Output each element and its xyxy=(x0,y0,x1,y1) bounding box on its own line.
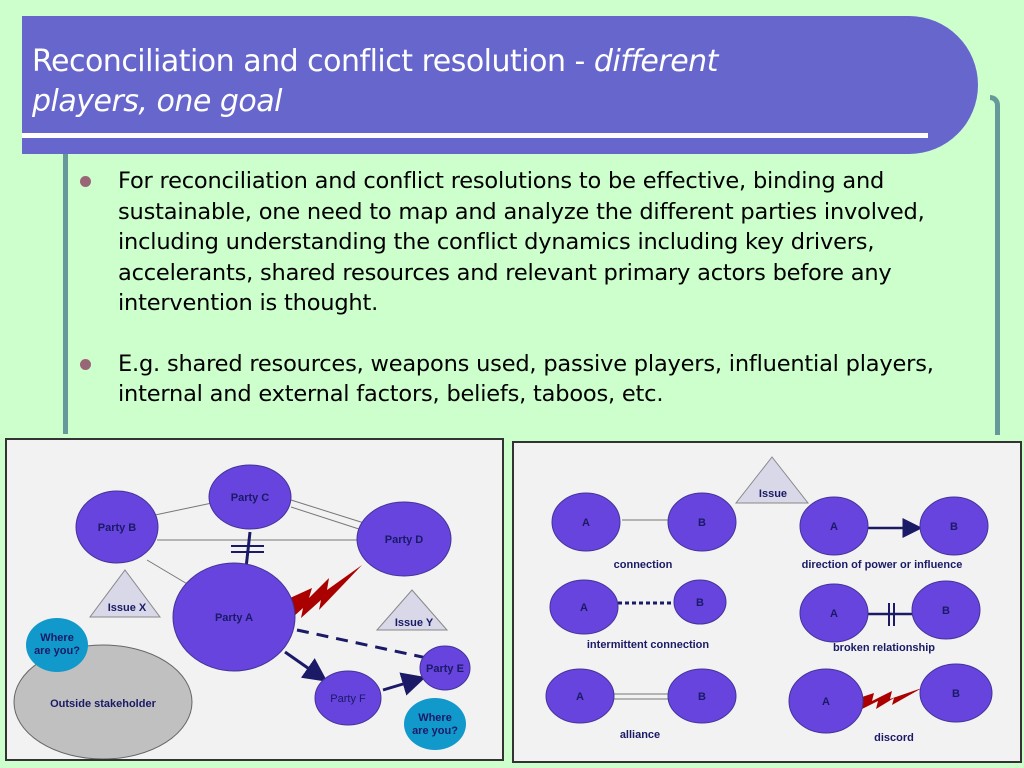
conflict-map-panel: Outside stakeholder Where are you? Issue… xyxy=(5,438,504,761)
discord-node-b xyxy=(919,663,993,723)
issue-y-triangle xyxy=(375,589,449,631)
bullet-text: For reconciliation and conflict resoluti… xyxy=(118,168,925,316)
discord-b-label: B xyxy=(952,688,960,700)
party-b-label: Party B xyxy=(98,522,137,534)
bullet-dot-icon xyxy=(80,358,91,370)
alliance-c-d-1 xyxy=(290,499,365,524)
where-label-1b: are you? xyxy=(34,645,80,657)
legend-issue-label: Issue xyxy=(759,488,787,500)
alliance-node-b xyxy=(667,668,737,724)
influence-f-e xyxy=(382,672,426,696)
discord-a-d xyxy=(290,565,362,618)
intermittent-a-e xyxy=(296,628,428,660)
bullet-item: E.g. shared resources, weapons used, pas… xyxy=(78,349,948,410)
party-b-node xyxy=(75,490,159,564)
alliance-c-d-2 xyxy=(290,506,363,531)
intermittent-node-b xyxy=(673,579,727,625)
direction-label: direction of power or influence xyxy=(802,559,963,571)
party-a-node xyxy=(172,562,296,672)
direction-node-b xyxy=(919,496,989,556)
broken-c-a xyxy=(244,531,252,569)
party-a-label: Party A xyxy=(215,612,253,624)
title-underline xyxy=(22,133,928,138)
slide-title: Reconciliation and conflict resolution -… xyxy=(32,42,892,122)
party-d-label: Party D xyxy=(385,534,424,546)
party-e-label: Party E xyxy=(426,663,464,675)
title-bar xyxy=(22,16,978,154)
where-label-2a: Where xyxy=(418,712,452,724)
bullet-dot-icon xyxy=(80,176,91,187)
party-e-node xyxy=(419,645,471,691)
broken-label: broken relationship xyxy=(833,642,935,654)
party-d-node xyxy=(356,501,452,577)
bullet-item: For reconciliation and conflict resoluti… xyxy=(78,166,948,319)
conflict-map-diagram: Outside stakeholder Where are you? Issue… xyxy=(13,464,471,759)
direction-a-label: A xyxy=(830,521,838,533)
bullet-text: E.g. shared resources, weapons used, pas… xyxy=(118,350,934,408)
bullet-list: For reconciliation and conflict resoluti… xyxy=(78,166,948,410)
alliance-node-a xyxy=(545,668,615,724)
party-c-node xyxy=(208,464,292,530)
where-node-2 xyxy=(404,698,466,750)
legend-panel: Issue A B connection A B direction of po… xyxy=(512,441,1022,763)
connection-node-b xyxy=(667,492,737,552)
where-node-1 xyxy=(26,618,88,672)
connection-a-label: A xyxy=(582,517,590,529)
connection-node-a xyxy=(551,492,621,552)
where-label-1a: Where xyxy=(40,632,74,644)
frame-left-line xyxy=(63,154,68,434)
where-label-2b: are you? xyxy=(412,725,458,737)
outside-stakeholder-node xyxy=(13,644,193,759)
title-italic-1: different xyxy=(593,44,719,79)
legend-issue-triangle xyxy=(734,456,810,504)
direction-node-a xyxy=(799,496,869,556)
issue-x-label: Issue X xyxy=(108,602,147,614)
title-main: Reconciliation and conflict resolution - xyxy=(32,44,594,79)
party-f-node xyxy=(314,670,382,726)
alliance-label: alliance xyxy=(620,729,660,741)
issue-y-label: Issue Y xyxy=(395,617,434,629)
intermittent-node-a xyxy=(549,579,619,635)
intermittent-label: intermittent connection xyxy=(587,639,710,651)
discord-bolt xyxy=(859,688,922,709)
intermittent-b-label: B xyxy=(696,597,704,609)
broken-node-a xyxy=(799,583,869,643)
intermittent-a-label: A xyxy=(580,602,588,614)
broken-b-label: B xyxy=(942,605,950,617)
connection-label: connection xyxy=(614,559,673,571)
influence-a-f xyxy=(284,650,328,682)
broken-a-label: A xyxy=(830,608,838,620)
link-b-a xyxy=(146,559,190,586)
discord-node-a xyxy=(788,668,864,734)
alliance-b-label: B xyxy=(698,691,706,703)
broken-node-b xyxy=(911,580,981,640)
party-c-label: Party C xyxy=(231,492,270,504)
connection-b-label: B xyxy=(698,517,706,529)
discord-a-label: A xyxy=(822,696,830,708)
frame-right-line xyxy=(990,95,1000,435)
discord-label: discord xyxy=(874,732,914,744)
legend-diagram: Issue A B connection A B direction of po… xyxy=(545,456,993,744)
outside-stakeholder-label: Outside stakeholder xyxy=(50,698,156,710)
direction-b-label: B xyxy=(950,521,958,533)
link-b-c xyxy=(154,502,213,516)
issue-x-triangle xyxy=(89,569,161,618)
party-f-label: Party F xyxy=(330,693,366,705)
alliance-a-label: A xyxy=(576,691,584,703)
title-italic-2: players, one goal xyxy=(32,84,283,119)
